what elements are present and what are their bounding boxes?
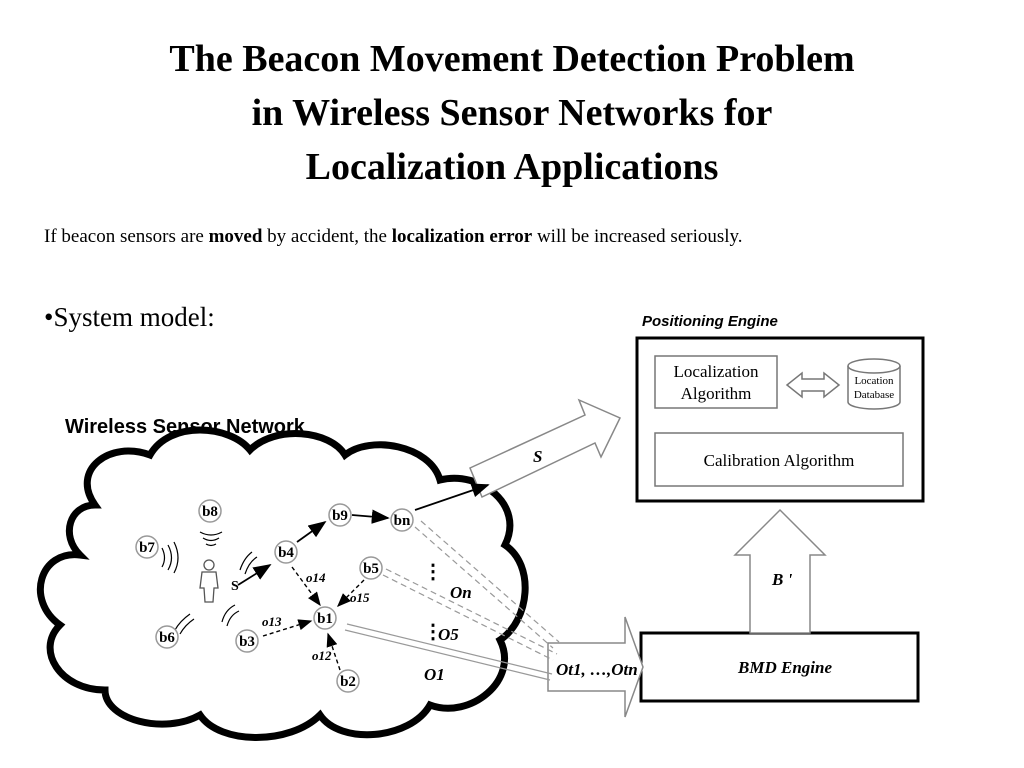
wsn-label: Wireless Sensor Network	[65, 416, 306, 438]
bullet-system-model: •System model:	[44, 302, 215, 332]
big-arrow-s	[469, 398, 622, 499]
dashed-edges	[262, 566, 365, 671]
arrow-s-label: S	[533, 447, 542, 466]
node-b9	[328, 503, 352, 527]
node-edges	[237, 483, 490, 586]
subtitle-text-1: If beacon sensors are	[44, 226, 209, 247]
node-b3-label: b3	[239, 634, 255, 650]
bmd-engine-label: BMD Engine	[737, 658, 832, 677]
localization-algorithm-line2: Algorithm	[681, 384, 752, 403]
node-b9-label: b9	[332, 508, 348, 524]
up-arrow-b-prime	[733, 508, 827, 634]
arrow-b-label: B '	[771, 570, 793, 589]
observation-labels: On O5 O1	[424, 583, 472, 684]
edge-labels: o14 o15 o13 o12	[262, 570, 370, 663]
bmd-engine-box	[639, 631, 920, 703]
node-b5-label: b5	[363, 561, 379, 577]
node-b2	[336, 669, 360, 693]
node-b8	[198, 499, 222, 523]
node-b3	[235, 629, 259, 653]
double-arrow-icon	[785, 371, 841, 399]
node-b4	[274, 540, 298, 564]
node-b7	[135, 535, 159, 559]
obs-label-o1: O1	[424, 665, 445, 684]
slide-title: The Beacon Movement Detection Problem in…	[0, 32, 1024, 194]
dots-2: ⋮	[423, 621, 443, 643]
node-b1-label: b1	[317, 611, 333, 627]
edge-label-o12: o12	[312, 648, 332, 663]
node-b2-label: b2	[340, 674, 356, 690]
location-database-line1: Location	[854, 375, 894, 387]
edge-label-o14: o14	[306, 570, 326, 585]
right-arrow-bmd	[547, 616, 644, 718]
subtitle: If beacon sensors are moved by accident,…	[44, 224, 1004, 250]
calibration-algorithm-box	[654, 432, 904, 487]
wsn-cloud	[36, 426, 529, 741]
edge-label-o13: o13	[262, 614, 282, 629]
person-icon	[199, 559, 219, 603]
location-database-line2: Database	[854, 389, 894, 401]
sensor-nodes: b8 b7 b4 b9 bn b5 b1 b6 b3 b2	[135, 499, 414, 693]
node-b4-label: b4	[278, 545, 294, 561]
node-b7-label: b7	[139, 540, 155, 556]
title-line-3: Localization Applications	[305, 146, 719, 188]
subtitle-bold-moved: moved	[208, 226, 263, 247]
database-icon	[847, 358, 901, 410]
edge-label-o15: o15	[350, 590, 370, 605]
node-bn-label: bn	[394, 513, 411, 529]
node-b1	[313, 606, 337, 630]
calibration-algorithm-label: Calibration Algorithm	[704, 451, 855, 470]
node-b6	[155, 625, 179, 649]
localization-algorithm-line1: Localization	[674, 362, 759, 381]
node-b8-label: b8	[202, 504, 218, 520]
subtitle-bold-error: localization error	[391, 226, 533, 247]
obs-label-on: On	[450, 583, 472, 602]
node-b5	[359, 556, 383, 580]
obs-label-o5: O5	[438, 625, 459, 644]
node-bn	[390, 508, 414, 532]
subtitle-text-2: by accident, the	[262, 226, 392, 247]
signal-waves	[161, 531, 258, 635]
subtitle-text-3: will be increased seriously.	[532, 226, 743, 247]
dots-1: ⋮	[423, 561, 443, 583]
positioning-engine-label: Positioning Engine	[642, 313, 778, 330]
localization-algorithm-box	[654, 355, 778, 409]
person-s-label: S	[231, 579, 239, 594]
title-line-2: in Wireless Sensor Networks for	[251, 92, 773, 134]
observation-lines	[344, 520, 560, 681]
node-b6-label: b6	[159, 630, 175, 646]
obs-sum-label: Ot1, …,Otn	[556, 660, 638, 679]
ellipsis-dots: ⋮ ⋮	[423, 561, 443, 643]
title-line-1: The Beacon Movement Detection Problem	[169, 38, 855, 80]
